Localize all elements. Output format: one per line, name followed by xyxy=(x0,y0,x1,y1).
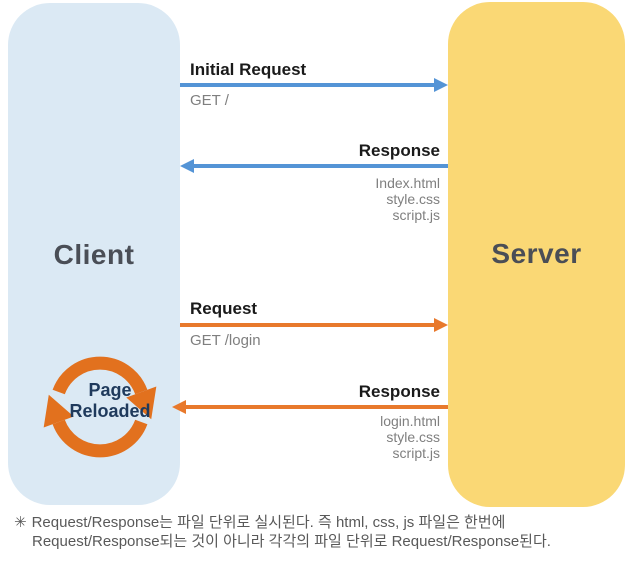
server-box: Server xyxy=(448,2,625,507)
request-label: Request xyxy=(190,299,258,318)
server-label: Server xyxy=(491,238,582,269)
initial-request-detail: GET / xyxy=(190,92,229,109)
initial-request-arrowhead-icon xyxy=(434,78,448,92)
response1-file: Index.html xyxy=(375,175,440,191)
response2-files: login.html style.css script.js xyxy=(240,413,440,461)
response1-label: Response xyxy=(358,141,440,160)
response1-arrowhead-icon xyxy=(180,159,194,173)
response2-arrow-line xyxy=(185,405,448,409)
response2-arrowhead-icon xyxy=(172,400,186,414)
initial-request-label: Initial Request xyxy=(190,60,307,79)
page-reloaded-badge: Page Reloaded xyxy=(45,380,175,422)
footnote-line1-text: Request/Response는 파일 단위로 실시된다. 즉 html, c… xyxy=(31,514,506,531)
request-arrow-line xyxy=(180,323,436,327)
footnote: ✳Request/Response는 파일 단위로 실시된다. 즉 html, … xyxy=(14,513,622,551)
response2-file: style.css xyxy=(386,429,440,445)
response1-file: style.css xyxy=(386,191,440,207)
response1-files: Index.html style.css script.js xyxy=(240,175,440,223)
footnote-line2: Request/Response되는 것이 아니라 각각의 파일 단위로 Req… xyxy=(32,533,551,550)
request-detail: GET /login xyxy=(190,332,261,349)
response2-label: Response xyxy=(358,382,440,401)
footnote-line1: ✳Request/Response는 파일 단위로 실시된다. 즉 html, … xyxy=(14,513,622,532)
page-reloaded-line2: Reloaded xyxy=(69,401,151,421)
refresh-cycle-icon xyxy=(43,356,157,458)
page-reloaded-line1: Page xyxy=(88,380,132,400)
initial-request-arrow-line xyxy=(180,83,436,87)
client-box: Client xyxy=(8,3,180,505)
asterisk-marker-icon: ✳ xyxy=(14,514,27,531)
response1-arrow-line xyxy=(193,164,448,168)
response1-file: script.js xyxy=(392,207,440,223)
client-label: Client xyxy=(53,239,135,270)
request-arrowhead-icon xyxy=(434,318,448,332)
response2-file: script.js xyxy=(392,445,440,461)
response2-file: login.html xyxy=(380,413,440,429)
